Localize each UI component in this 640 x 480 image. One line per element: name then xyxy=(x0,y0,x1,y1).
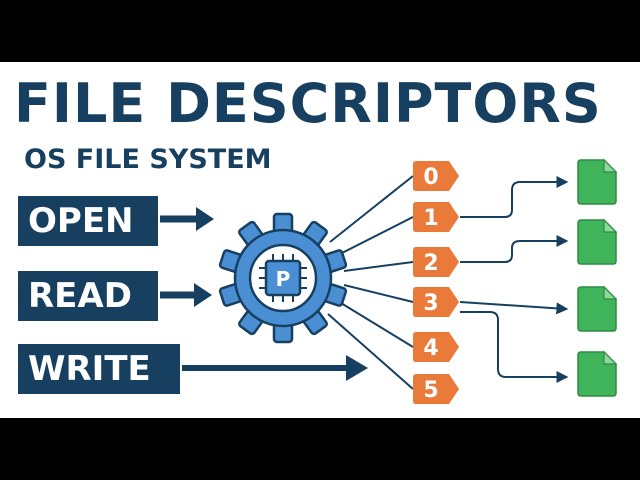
read-operation-label: READ xyxy=(18,271,158,321)
fd-number: 5 xyxy=(423,378,438,403)
fd-number: 4 xyxy=(423,336,438,361)
fd-tag-shape xyxy=(413,247,459,277)
fd3-to-file4-arrow xyxy=(460,311,569,383)
fd-tag-0: 0 xyxy=(413,161,459,191)
file-icon xyxy=(577,158,618,205)
cpu-chip-icon: P xyxy=(259,254,307,302)
diagram-svg: P 0 1 2 3 4 5 xyxy=(160,158,618,404)
fd-tag-shape xyxy=(413,374,459,404)
fd-tag-shape xyxy=(413,287,459,317)
fd-number: 3 xyxy=(423,291,438,316)
file-icon xyxy=(577,350,618,397)
letterbox-bottom xyxy=(0,418,640,480)
thumbnail-canvas: P 0 1 2 3 4 5 FILE DESCRIPTORS OS FILE SYSTEM… xyxy=(0,62,640,418)
letterbox-top xyxy=(0,0,640,62)
fd1-to-file1-arrow xyxy=(460,176,569,218)
fd3-to-file3-arrow xyxy=(459,301,569,315)
open-arrow-head xyxy=(196,207,214,231)
cpu-label: P xyxy=(276,267,291,291)
page-title: FILE DESCRIPTORS xyxy=(14,72,602,135)
fd-tag-3: 3 xyxy=(413,287,459,317)
fd-tag-shape xyxy=(413,202,459,232)
file-icon xyxy=(577,218,618,265)
fd-tag-4: 4 xyxy=(413,332,459,362)
operation-arrows xyxy=(160,207,368,381)
fd2-to-file2-arrow xyxy=(460,235,569,263)
descriptor-to-file-arrows xyxy=(459,176,569,383)
fd-tag-1: 1 xyxy=(413,202,459,232)
read-arrow-head xyxy=(194,283,212,307)
page-subtitle: OS FILE SYSTEM xyxy=(24,144,272,175)
fd-tag-5: 5 xyxy=(413,374,459,404)
fd-tag-2: 2 xyxy=(413,247,459,277)
gear-to-descriptor-lines xyxy=(327,175,414,390)
fd-number: 0 xyxy=(423,165,438,190)
write-operation-label: WRITE xyxy=(18,344,180,394)
fd-number: 1 xyxy=(423,206,438,231)
open-operation-label: OPEN xyxy=(18,196,158,246)
descriptor-tags: 0 1 2 3 4 5 xyxy=(413,161,459,404)
file-icons xyxy=(577,158,618,397)
fd-tag-shape xyxy=(413,161,459,191)
fd-tag-shape xyxy=(413,332,459,362)
write-arrow-head xyxy=(346,355,368,381)
fd-number: 2 xyxy=(423,251,438,276)
file-icon xyxy=(577,285,618,332)
